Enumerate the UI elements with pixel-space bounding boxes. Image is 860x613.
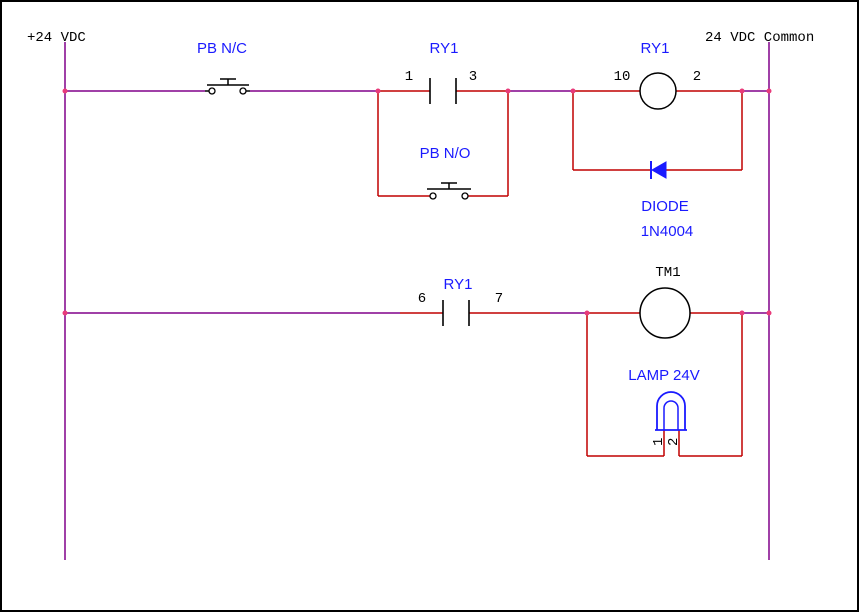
ry1-contact-6-7 [442,300,470,326]
diode-symbol [650,161,667,179]
pb-nc-label: PB N/C [197,40,247,57]
ry1-coil-label: RY1 [641,40,670,57]
ry1-coil-pin-10: 10 [614,69,631,85]
junction-dot [570,88,576,94]
lamp-pin-2: 2 [666,438,682,446]
left-rail-label: +24 VDC [27,30,86,46]
pb-nc-pushbutton [205,78,250,95]
ry1-contact-label-rung2: RY1 [444,276,473,293]
diode-part-number: 1N4004 [641,223,694,240]
rung-1: PB N/C RY1 1 3 PB N/O RY1 10 2 [65,40,769,240]
junction-dot [375,88,381,94]
ry1-coil-pin-2: 2 [693,69,701,85]
ry1-contact-pin-7: 7 [495,291,503,307]
ry1-contact-1-3 [429,78,457,104]
right-rail-label: 24 VDC Common [705,30,814,46]
ry1-coil [639,72,677,110]
junction-dot [505,88,511,94]
diode-branch [572,91,743,171]
lamp-pin-1: 1 [651,438,667,446]
pb-no-label: PB N/O [420,145,471,162]
lamp-label: LAMP 24V [628,367,699,384]
ry1-contact-pin-3: 3 [469,69,477,85]
junction-dots [62,88,772,316]
lamp-branch [586,313,743,457]
pb-no-branch [377,91,509,197]
lamp-symbol [655,391,687,431]
rung-2: RY1 6 7 TM1 LAMP 24V 1 2 [65,265,769,457]
junction-dot [584,310,590,316]
pb-no-pushbutton [427,182,471,200]
junction-dot [739,88,745,94]
junction-dot [766,88,772,94]
tm1-label: TM1 [655,265,680,281]
ry1-contact-pin-6: 6 [418,291,426,307]
junction-dot [739,310,745,316]
junction-dot [62,310,68,316]
tm1-coil [639,287,691,339]
ry1-contact-pin-1: 1 [405,69,413,85]
ry1-contact-label-rung1: RY1 [430,40,459,57]
junction-dot [766,310,772,316]
junction-dot [62,88,68,94]
diode-label: DIODE [641,198,689,215]
